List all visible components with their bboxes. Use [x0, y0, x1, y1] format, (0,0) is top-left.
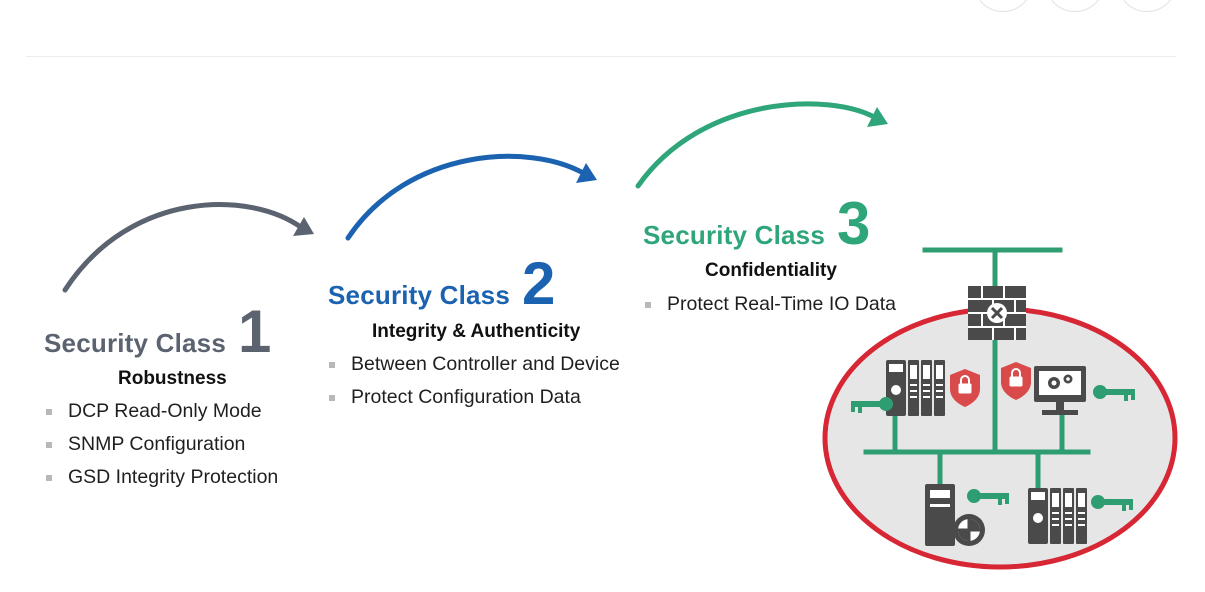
list-item: Protect Real-Time IO Data: [645, 288, 896, 321]
firewall-icon: [968, 286, 1026, 340]
drive-device-icon: [925, 484, 985, 546]
list-item: Between Controller and Device: [329, 348, 620, 381]
arrow-class-3: [635, 101, 879, 189]
list-item: SNMP Configuration: [46, 428, 278, 461]
list-item: DCP Read-Only Mode: [46, 395, 278, 428]
arrowhead-class-1: [293, 217, 314, 236]
class-2-number: 2: [522, 250, 556, 317]
arrow-class-2: [345, 153, 588, 241]
class-3-items: Protect Real-Time IO Data: [645, 288, 896, 321]
class-1-items: DCP Read-Only Mode SNMP Configuration GS…: [46, 395, 278, 494]
workstation-icon: [1034, 366, 1086, 415]
plc-rack-icon: [886, 360, 945, 416]
top-divider: [26, 56, 1176, 57]
security-zone-ellipse: [822, 306, 1178, 570]
class-3-label: Security Class: [643, 220, 826, 250]
class-1-label: Security Class: [44, 328, 227, 358]
arrowhead-class-3: [867, 107, 888, 127]
class-2-items: Between Controller and Device Protect Co…: [329, 348, 620, 414]
list-item: GSD Integrity Protection: [46, 461, 278, 494]
list-item: Protect Configuration Data: [329, 381, 620, 414]
arrowhead-class-2: [576, 163, 597, 183]
class-3-subtitle: Confidentiality: [705, 260, 837, 281]
plc-rack-icon: [1028, 488, 1087, 544]
network-lines: [863, 247, 1091, 489]
arrow-class-1: [62, 202, 305, 293]
class-1-subtitle: Robustness: [118, 368, 227, 389]
class-1-number: 1: [238, 298, 272, 365]
class-2-label: Security Class: [328, 280, 511, 310]
class-3-number: 3: [837, 190, 871, 257]
class-2-subtitle: Integrity & Authenticity: [372, 321, 581, 342]
